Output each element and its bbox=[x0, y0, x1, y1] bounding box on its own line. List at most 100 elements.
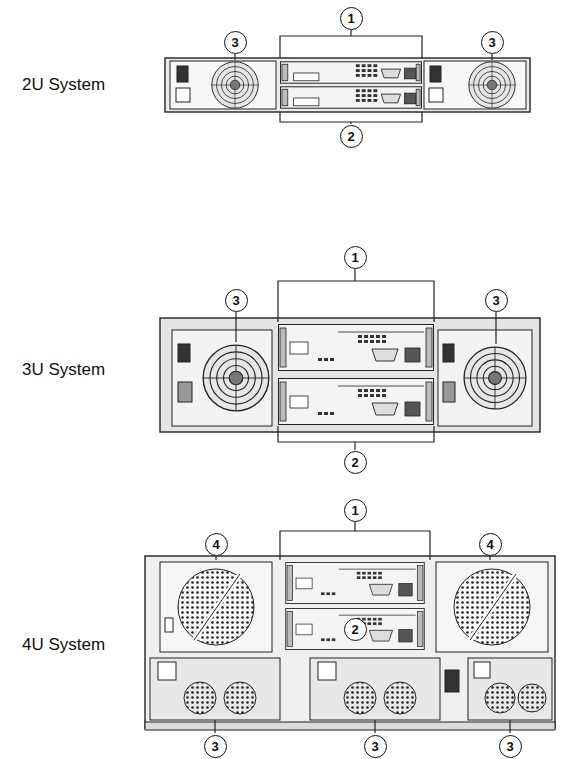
bracket-lines-3u bbox=[235, 312, 236, 342]
callout-circle: 4 bbox=[205, 533, 228, 556]
chassis-3u bbox=[438, 330, 532, 426]
chassis-3u bbox=[160, 318, 540, 432]
bracket-lines-4u bbox=[489, 556, 490, 560]
bracket-lines-4u bbox=[215, 556, 216, 560]
bracket-lines-4u bbox=[374, 720, 375, 733]
callout-circle: 4 bbox=[479, 533, 502, 556]
callout-circle: 1 bbox=[344, 246, 367, 269]
bracket-lines-2u bbox=[235, 30, 492, 124]
bracket-lines-2u bbox=[234, 54, 235, 60]
power-supply-units-4u bbox=[318, 662, 336, 680]
power-supply-units-4u bbox=[150, 658, 552, 720]
chassis-4u bbox=[194, 574, 240, 640]
callout-circle: 3 bbox=[364, 735, 387, 758]
bracket-lines-2u bbox=[350, 30, 351, 36]
bracket-lines-4u bbox=[214, 720, 215, 733]
bracket-lines-4u bbox=[509, 720, 510, 733]
power-supply-units-4u bbox=[184, 682, 216, 714]
chassis-3u bbox=[178, 344, 190, 362]
callout-number: 3 bbox=[371, 740, 378, 753]
power-supply-units-4u bbox=[224, 682, 256, 714]
callout-circle: 2 bbox=[344, 618, 367, 641]
bracket-lines-3u bbox=[278, 281, 434, 322]
chassis-3u bbox=[443, 344, 454, 362]
chassis-4u bbox=[286, 608, 425, 649]
callout-circle: 2 bbox=[344, 451, 367, 474]
power-supply-units-4u bbox=[150, 658, 280, 720]
callout-number: 2 bbox=[351, 456, 358, 469]
bracket-lines-2u bbox=[280, 112, 422, 122]
power-supply-units-4u bbox=[474, 662, 490, 678]
callout-number: 1 bbox=[351, 504, 358, 517]
chassis-2u bbox=[280, 62, 421, 83]
callout-number: 1 bbox=[351, 251, 358, 264]
chassis-3u bbox=[464, 347, 526, 409]
bracket-lines-4u bbox=[215, 522, 510, 733]
chassis-4u bbox=[470, 574, 516, 640]
callout-circle: 3 bbox=[225, 289, 248, 312]
callout-number: 4 bbox=[486, 538, 493, 551]
bracket-lines-2u bbox=[280, 36, 422, 58]
power-supply-units-4u bbox=[445, 670, 459, 692]
chassis-4u bbox=[178, 569, 254, 645]
power-supply-units-4u bbox=[344, 682, 376, 714]
callout-circle: 3 bbox=[481, 31, 504, 54]
callout-number: 3 bbox=[488, 36, 495, 49]
bracket-lines-3u bbox=[236, 269, 496, 450]
callout-circle: 1 bbox=[344, 499, 367, 522]
callout-number: 3 bbox=[211, 740, 218, 753]
bracket-lines-2u bbox=[350, 122, 351, 124]
chassis-3u bbox=[203, 345, 269, 411]
bracket-lines-4u bbox=[280, 531, 430, 560]
bracket-lines-3u bbox=[495, 312, 496, 344]
chassis-3u bbox=[160, 318, 540, 432]
callout-number: 3 bbox=[232, 294, 239, 307]
bracket-lines-3u bbox=[278, 426, 434, 442]
power-supply-units-4u bbox=[518, 684, 546, 712]
power-supply-units-4u bbox=[310, 658, 440, 720]
chassis-2u bbox=[165, 58, 530, 112]
chassis-2u bbox=[280, 87, 421, 108]
chassis-3u bbox=[279, 379, 434, 425]
chassis-4u bbox=[454, 569, 530, 645]
bracket-lines-2u bbox=[491, 54, 492, 60]
chassis-3u bbox=[443, 382, 455, 402]
chassis-2u bbox=[430, 66, 441, 82]
callout-circle: 1 bbox=[340, 7, 363, 30]
bracket-lines-3u bbox=[354, 442, 355, 450]
chassis-4u bbox=[470, 574, 516, 640]
callout-number: 2 bbox=[351, 623, 358, 636]
callout-number: 1 bbox=[347, 12, 354, 25]
chassis-2u bbox=[424, 61, 526, 109]
chassis-2u bbox=[177, 66, 188, 82]
chassis-4u bbox=[160, 562, 272, 652]
chassis-4u bbox=[436, 562, 548, 652]
callout-circle: 3 bbox=[224, 31, 247, 54]
chassis-3u bbox=[279, 325, 434, 371]
chassis-2u bbox=[429, 88, 443, 102]
chassis-4u bbox=[194, 574, 240, 640]
system-label: 2U System bbox=[22, 75, 105, 95]
chassis-4u bbox=[286, 562, 425, 603]
callout-number: 3 bbox=[231, 36, 238, 49]
power-supply-units-4u bbox=[158, 662, 176, 680]
chassis-3u bbox=[172, 330, 272, 426]
callout-circle: 3 bbox=[485, 289, 508, 312]
callout-number: 3 bbox=[492, 294, 499, 307]
chassis-4u bbox=[145, 722, 555, 730]
callout-circle: 3 bbox=[204, 735, 227, 758]
callout-number: 4 bbox=[212, 538, 219, 551]
power-supply-units-4u bbox=[468, 658, 552, 720]
callout-circle: 3 bbox=[499, 735, 522, 758]
bracket-lines-4u bbox=[354, 522, 355, 531]
system-label: 3U System bbox=[22, 360, 105, 380]
chassis-4u bbox=[165, 618, 173, 632]
chassis-2u bbox=[170, 61, 276, 109]
chassis-3u bbox=[178, 382, 192, 402]
chassis-4u bbox=[145, 556, 555, 728]
bracket-lines-3u bbox=[354, 269, 355, 281]
chassis-4u bbox=[145, 556, 555, 730]
chassis-2u bbox=[469, 62, 515, 108]
callout-circle: 2 bbox=[340, 125, 363, 148]
